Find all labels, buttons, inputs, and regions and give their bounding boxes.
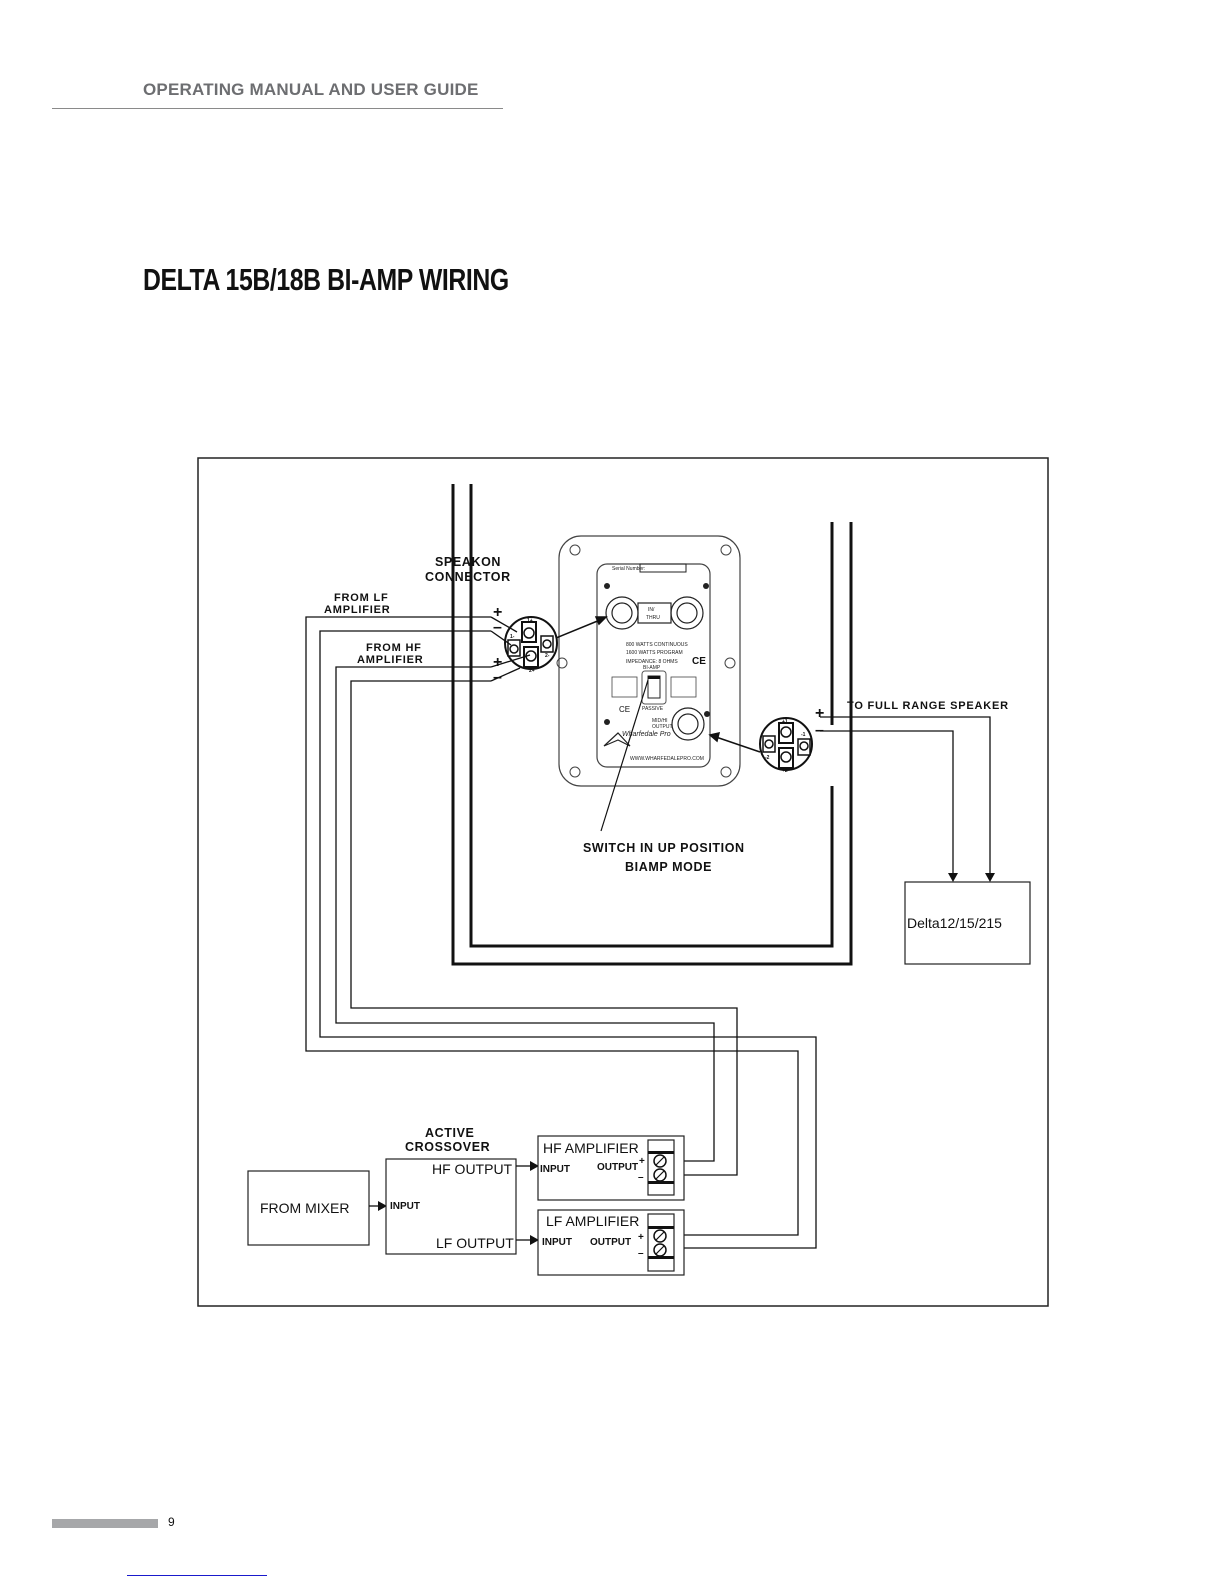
to-full-range-label: TO FULL RANGE SPEAKER xyxy=(847,700,1009,712)
lf-amplifier-input-label: INPUT xyxy=(542,1237,572,1248)
footer-link-underline[interactable] xyxy=(127,1575,267,1576)
switch-label-1: SWITCH IN UP POSITION xyxy=(583,841,745,855)
crossover-input-label: INPUT xyxy=(390,1201,420,1212)
pin-label-1plus: 1+ xyxy=(527,618,533,624)
speaker-back-panel: Serial Number: IN/ THRU 800 WATTS CONTIN… xyxy=(556,535,741,787)
diagram-frame xyxy=(197,457,1049,1307)
arrow-right-icon xyxy=(530,1161,539,1171)
hf-terminal-plus: + xyxy=(639,1156,645,1167)
from-mixer-label: FROM MIXER xyxy=(260,1200,349,1216)
lf-terminal-plus: + xyxy=(638,1232,644,1243)
from-lf-label-1: FROM LF xyxy=(334,592,388,604)
out-pin-label-plus1: +1 xyxy=(782,719,788,725)
amplifier-wires xyxy=(305,616,817,1249)
arrow-right-icon xyxy=(378,1201,387,1211)
lf-amplifier-output-label: OUTPUT xyxy=(590,1237,631,1248)
switch-label-2: BIAMP MODE xyxy=(625,860,712,874)
page-title: DELTA 15B/18B BI-AMP WIRING xyxy=(143,262,509,297)
full-range-speaker-wires xyxy=(820,716,991,875)
speakon-label-2: CONNECTOR xyxy=(425,570,511,584)
pin-label-2plus: 2+ xyxy=(529,668,535,674)
arrow-down-icon xyxy=(948,873,958,882)
header-divider xyxy=(52,108,503,109)
out-minus-symbol: – xyxy=(815,722,824,739)
full-range-speaker-label: Delta12/15/215 xyxy=(907,915,1002,931)
website-label: WWW.WHARFEDALEPRO.COM xyxy=(630,756,704,762)
hf-amplifier-input-label: INPUT xyxy=(540,1164,570,1175)
ce-mark-small-icon: CE xyxy=(619,705,630,714)
inthru-label-2: THRU xyxy=(646,615,660,621)
crossover-lf-output-label: LF OUTPUT xyxy=(436,1235,514,1251)
out-plus-symbol: + xyxy=(815,705,824,722)
footer-bar xyxy=(52,1519,158,1528)
brand-logo-icon xyxy=(603,732,631,747)
active-crossover-box xyxy=(385,1158,517,1255)
spec-line-2: 1600 WATTS PROGRAM xyxy=(626,650,683,656)
input-speakon-connector: 1+ 1- 2- 2+ xyxy=(504,616,558,674)
page-number: 9 xyxy=(168,1515,175,1529)
from-lf-label-2: AMPLIFIER xyxy=(324,604,390,616)
serial-label: Serial Number: xyxy=(612,566,645,572)
hf-amplifier-terminal-block xyxy=(647,1139,675,1196)
switch-pointer-line xyxy=(600,679,649,832)
lf-plus-symbol: + xyxy=(493,604,502,621)
from-hf-label-2: AMPLIFIER xyxy=(357,654,423,666)
lf-amplifier-title: LF AMPLIFIER xyxy=(546,1213,639,1229)
from-hf-label-1: FROM HF xyxy=(366,642,422,654)
active-crossover-label-2: CROSSOVER xyxy=(405,1140,490,1154)
out-pin-label-plus2: +2 xyxy=(782,768,788,774)
passive-switch-label: PASSIVE xyxy=(642,706,664,712)
spec-line-3: IMPEDANCE: 8 OHMS xyxy=(626,659,678,665)
arrow-right-icon xyxy=(530,1235,539,1245)
pin-label-2minus: 2- xyxy=(545,653,550,659)
lf-terminal-minus: – xyxy=(638,1248,644,1259)
hf-amplifier-output-label: OUTPUT xyxy=(597,1162,638,1173)
out-pin-label-minus1: -1 xyxy=(801,732,806,738)
from-mixer-box xyxy=(247,1170,370,1246)
hf-amplifier-title: HF AMPLIFIER xyxy=(543,1140,639,1156)
lf-minus-symbol: – xyxy=(493,619,502,636)
hf-terminal-minus: – xyxy=(638,1172,644,1183)
brand-name: Wharfedale Pro xyxy=(622,731,671,738)
crossover-hf-output-label: HF OUTPUT xyxy=(432,1161,513,1177)
spec-line-1: 800 WATTS CONTINUOUS xyxy=(626,642,688,648)
midhi-label-2: OUTPUT xyxy=(652,724,673,730)
pin-label-1minus: 1- xyxy=(510,634,515,640)
arrow-down-icon xyxy=(985,873,995,882)
speakon-label-1: SPEAKON xyxy=(435,555,501,569)
connector-arrows xyxy=(555,616,761,753)
inthru-label-1: IN/ xyxy=(648,607,655,613)
out-pin-label-minus2: -2 xyxy=(765,755,770,761)
speakon-cable xyxy=(451,484,853,966)
header-title: OPERATING MANUAL AND USER GUIDE xyxy=(143,80,479,99)
output-speakon-connector: +1 -1 -2 +2 xyxy=(759,717,813,774)
full-range-speaker-box xyxy=(904,881,1031,965)
hf-plus-symbol: + xyxy=(493,654,502,671)
lf-amplifier-terminal-block xyxy=(647,1213,675,1272)
ce-mark-icon: CE xyxy=(692,656,706,667)
midhi-label-1: MID/HI xyxy=(652,718,668,724)
active-crossover-label-1: ACTIVE xyxy=(425,1126,474,1140)
biamp-switch-label: BI-AMP xyxy=(643,665,661,671)
